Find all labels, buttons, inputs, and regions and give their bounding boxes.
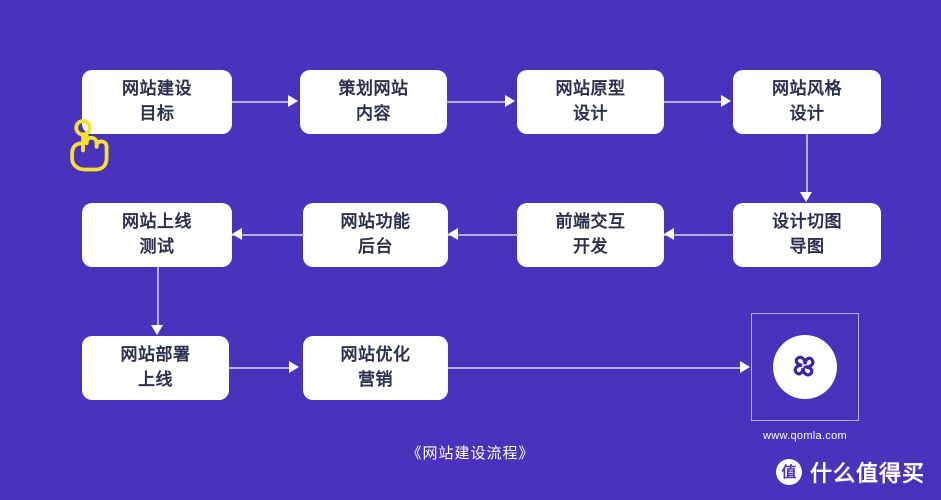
flow-node-design-slicing[interactable]: 设计切图 导图 [733,203,881,267]
flow-node-plan-content[interactable]: 策划网站 内容 [300,70,447,134]
watermark: 值 什么值得买 [775,456,925,488]
flow-node-label: 网站功能 后台 [340,212,411,256]
connector-n3-n4 [664,101,724,103]
arrowhead-right-icon [740,361,750,373]
flow-node-label: 设计切图 导图 [772,212,842,256]
watermark-text: 什么值得买 [809,461,925,486]
flow-node-label: 策划网站 内容 [338,79,409,123]
arrowhead-down-icon [800,192,812,202]
connector-n4-n5 [806,134,808,194]
flow-node-label: 网站上线 测试 [122,212,192,256]
flow-node-label: 网站建设 目标 [122,79,192,123]
arrowhead-left-icon [232,228,242,240]
flow-node-function-backend[interactable]: 网站功能 后台 [303,203,448,267]
watermark-badge-icon: 值 [775,459,802,485]
connector-n9-n10 [229,367,291,369]
connector-n1-n2 [232,101,292,103]
flow-node-optimize-marketing[interactable]: 网站优化 营销 [303,336,448,400]
flow-node-label: 前端交互 开发 [555,212,626,256]
flow-node-label: 网站原型 设计 [555,79,626,123]
arrowhead-right-icon [505,95,515,107]
arrowhead-left-icon [664,228,674,240]
arrowhead-right-icon [721,95,731,107]
flow-node-style-design[interactable]: 网站风格 设计 [733,70,881,134]
connector-n7-n8 [232,234,304,236]
flow-node-label: 网站部署 上线 [120,345,191,389]
brand-logo-frame [751,313,859,421]
connector-n8-n9 [157,267,159,327]
arrowhead-right-icon [289,361,299,373]
diagram-caption: 《网站建设流程》 [406,445,535,462]
flow-node-launch-test[interactable]: 网站上线 测试 [82,203,232,267]
logo-circle [773,335,837,399]
connector-n10-logo [448,367,743,369]
logo-url-text: www.qomla.com [763,430,847,442]
flow-node-deploy-online[interactable]: 网站部署 上线 [82,336,229,400]
flow-node-label: 网站风格 设计 [772,79,842,123]
tap-hand-cursor-icon [64,116,122,179]
connector-n6-n7 [448,234,518,236]
flow-node-frontend-dev[interactable]: 前端交互 开发 [517,203,664,267]
qomla-clover-logo-icon [793,355,815,377]
flow-node-label: 网站优化 营销 [340,345,411,389]
flow-node-website-goal[interactable]: 网站建设 目标 [82,70,232,134]
arrowhead-left-icon [448,228,458,240]
flow-node-prototype-design[interactable]: 网站原型 设计 [517,70,664,134]
connector-n5-n6 [664,234,734,236]
arrowhead-right-icon [288,95,298,107]
connector-n2-n3 [447,101,507,103]
arrowhead-down-icon [151,325,163,335]
